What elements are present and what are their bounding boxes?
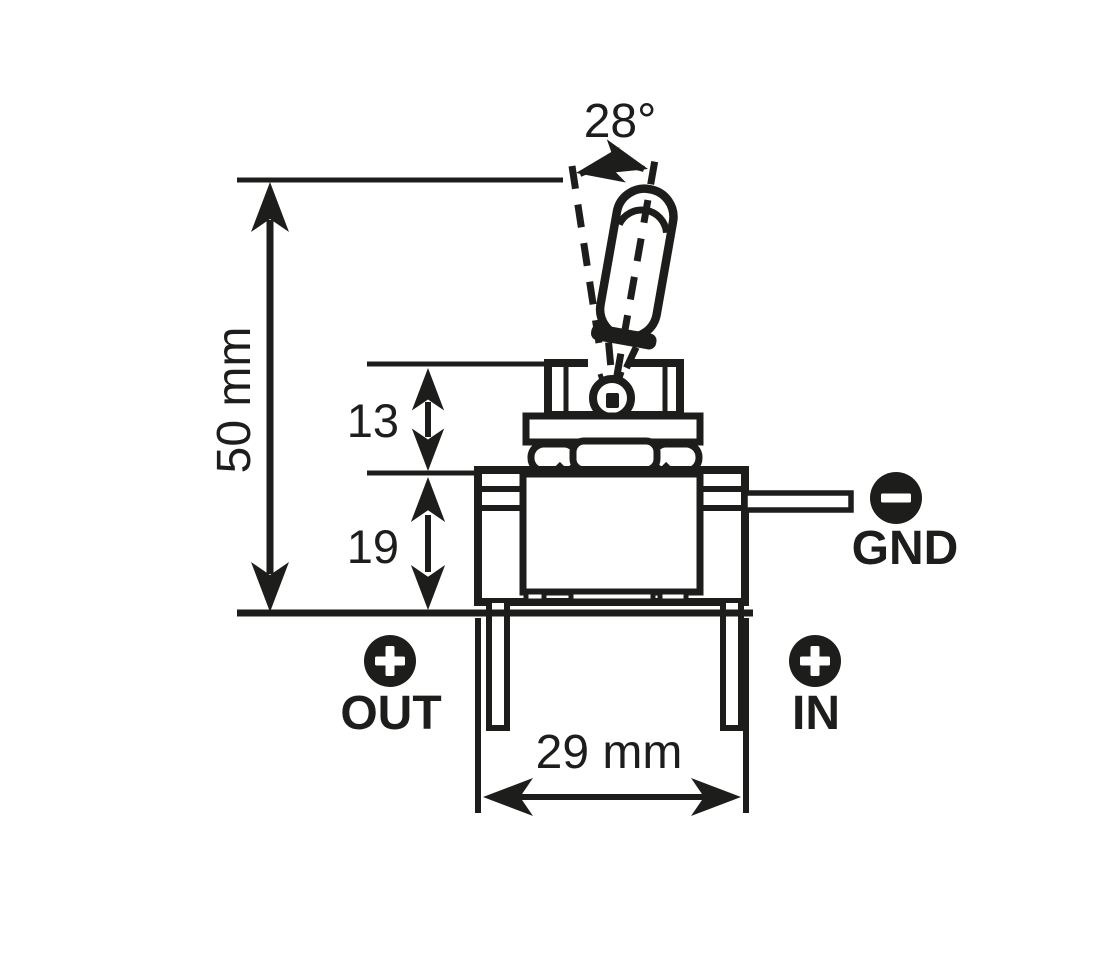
body-height-dimension: 19 (347, 477, 446, 610)
gnd-wire (742, 490, 854, 513)
terminal-pin-left (486, 603, 510, 731)
total-height-dimension: 50 mm (208, 182, 289, 612)
minus-circle-icon (870, 472, 922, 524)
gnd-label: GND (852, 522, 959, 575)
angle-label: 28° (584, 95, 657, 148)
out-label: OUT (340, 687, 441, 740)
throw-angle-dimension: 28° (572, 95, 657, 191)
in-terminal-marker: IN (789, 635, 841, 740)
body-height-label: 19 (347, 520, 399, 573)
plus-circle-icon (789, 635, 841, 687)
total-height-label: 50 mm (208, 327, 261, 474)
toggle-lever (590, 161, 678, 395)
bushing-height-dimension: 13 (347, 368, 445, 471)
lever-centerline (610, 161, 659, 395)
plus-circle-icon (364, 635, 416, 687)
bushing-height-label: 13 (347, 394, 399, 447)
gnd-terminal-marker: GND (852, 472, 959, 575)
in-label: IN (792, 687, 840, 740)
switch-body (474, 466, 749, 606)
width-dimension: 29 mm (475, 618, 749, 816)
width-label: 29 mm (536, 726, 683, 779)
out-terminal-marker: OUT (340, 635, 442, 740)
terminal-pin-right (720, 603, 744, 731)
